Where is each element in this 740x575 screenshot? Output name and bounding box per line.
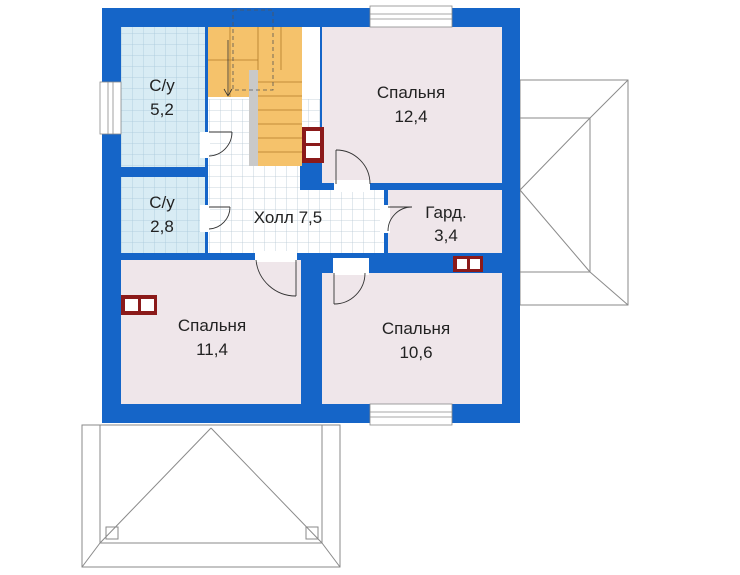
- roof-east: [519, 79, 629, 306]
- hall-label: Холл 7,5: [254, 208, 322, 227]
- chimneys: [121, 127, 483, 315]
- bedroom-se-area: 10,6: [399, 343, 432, 362]
- bedroom-ne-area: 12,4: [394, 107, 427, 126]
- wardrobe-area: 3,4: [434, 226, 458, 245]
- wardrobe-room: [388, 190, 502, 253]
- bath-1-room: [121, 27, 205, 167]
- stairs: [208, 9, 302, 166]
- door-openings: [200, 132, 390, 275]
- roof-south: [81, 424, 341, 568]
- bath-2-room: [121, 177, 205, 253]
- bedroom-sw-area: 11,4: [196, 340, 228, 359]
- bedroom-sw-room: [121, 260, 301, 404]
- bedroom-se-room: [322, 273, 502, 404]
- bath-1-area: 5,2: [150, 100, 174, 119]
- bath-2-area: 2,8: [150, 217, 174, 236]
- bath-2-name: С/у: [149, 193, 175, 212]
- wardrobe-name: Гард.: [425, 203, 466, 222]
- bedroom-se-name: Спальня: [382, 319, 450, 338]
- bedroom-ne-name: Спальня: [377, 83, 445, 102]
- windows: [99, 5, 453, 426]
- bedroom-ne-room: [322, 27, 502, 183]
- bedroom-sw-name: Спальня: [178, 316, 246, 335]
- door-swings: [208, 131, 413, 305]
- bath-1-name: С/у: [149, 76, 175, 95]
